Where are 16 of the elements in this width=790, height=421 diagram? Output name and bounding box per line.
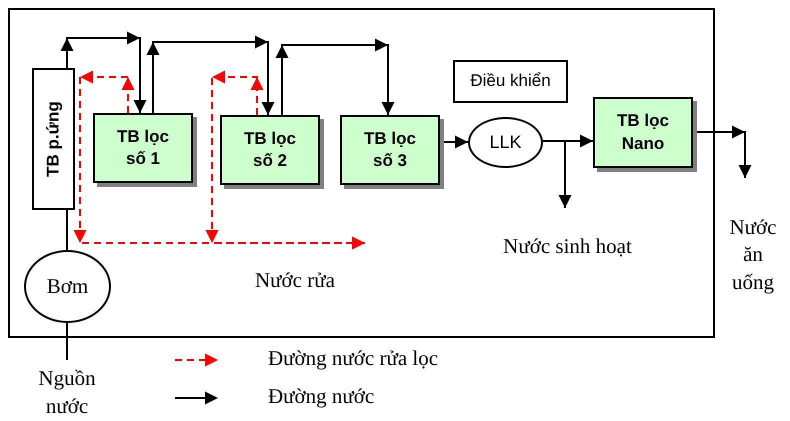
box-label: TB lọc Nano: [616, 110, 670, 154]
box-label: TB lọc số 2: [243, 128, 297, 172]
box-label: TB lọc số 1: [116, 126, 170, 170]
controller-box: [453, 60, 568, 103]
output-label: Nước ăn uống: [728, 214, 778, 296]
box-label: LLK: [489, 130, 522, 154]
reactor-tank-box: [32, 68, 75, 210]
box-label: TB lọc số 3: [363, 128, 417, 172]
output-label: Nguồn nước: [37, 365, 97, 420]
legend-text: Đường nước rửa lọc: [268, 346, 438, 371]
output-label: Nước sinh hoạt: [503, 232, 632, 260]
box-label: TB p.ứng: [42, 101, 64, 177]
legend-text: Đường nước: [268, 384, 374, 409]
box-label: Điều khiển: [470, 70, 551, 92]
box-label: Bơm: [46, 272, 88, 300]
output-label: Nước rửa: [255, 268, 335, 293]
